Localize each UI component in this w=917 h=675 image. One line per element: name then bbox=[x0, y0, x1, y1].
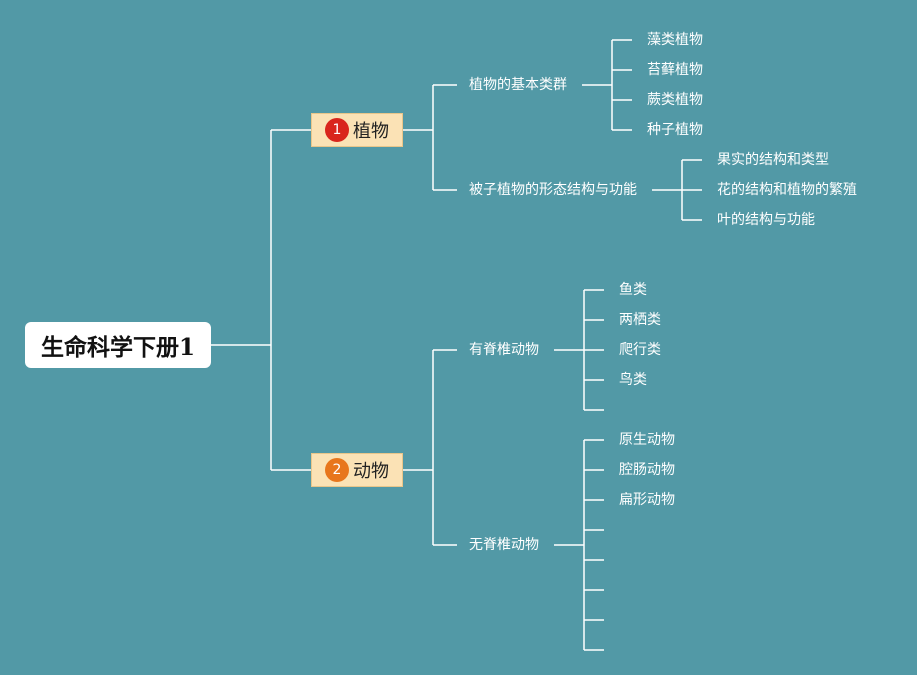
leaf-topic[interactable]: 扁形动物 bbox=[619, 492, 675, 508]
root-title: 生命科学下册1 bbox=[40, 334, 195, 361]
leaf-topic[interactable]: 藻类植物 bbox=[647, 32, 703, 48]
leaf-topic[interactable]: 鸟类 bbox=[619, 372, 647, 388]
leaf-topic[interactable]: 种子植物 bbox=[647, 122, 703, 138]
leaf-topic[interactable]: 腔肠动物 bbox=[619, 462, 675, 478]
leaf-topic[interactable]: 蕨类植物 bbox=[647, 92, 703, 108]
leaf-topic[interactable]: 原生动物 bbox=[619, 432, 675, 448]
category-label: 植物 bbox=[353, 121, 389, 142]
number-badge: 2 bbox=[325, 458, 349, 482]
category-animals[interactable]: 2 动物 bbox=[311, 453, 403, 487]
leaf-topic[interactable]: 叶的结构与功能 bbox=[717, 212, 815, 228]
subtopic-angiosperm-structure[interactable]: 被子植物的形态结构与功能 bbox=[469, 182, 637, 198]
category-label: 动物 bbox=[353, 461, 389, 482]
subtopic-invertebrates[interactable]: 无脊椎动物 bbox=[469, 537, 539, 553]
leaf-topic[interactable]: 爬行类 bbox=[619, 342, 661, 358]
category-plants[interactable]: 1 植物 bbox=[311, 113, 403, 147]
leaf-topic[interactable]: 花的结构和植物的繁殖 bbox=[717, 182, 857, 198]
leaf-topic[interactable]: 两栖类 bbox=[619, 312, 661, 328]
leaf-topic[interactable]: 鱼类 bbox=[619, 282, 647, 298]
number-badge: 1 bbox=[325, 118, 349, 142]
leaf-topic[interactable]: 苔藓植物 bbox=[647, 62, 703, 78]
subtopic-plant-groups[interactable]: 植物的基本类群 bbox=[469, 77, 567, 93]
leaf-topic[interactable]: 果实的结构和类型 bbox=[717, 152, 829, 168]
root-topic[interactable]: 生命科学下册1 bbox=[25, 322, 211, 368]
subtopic-vertebrates[interactable]: 有脊椎动物 bbox=[469, 342, 539, 358]
